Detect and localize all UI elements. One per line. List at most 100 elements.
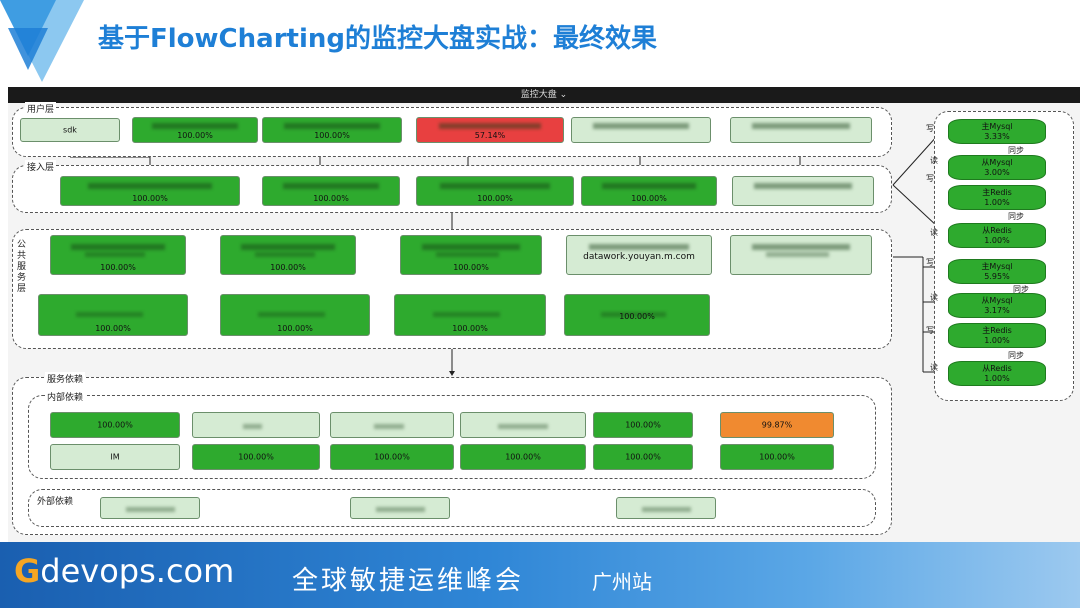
brand-g: G (14, 552, 41, 590)
db-pct: 3.17% (984, 306, 1010, 315)
public-node-pct: 100.00% (277, 324, 313, 333)
dashboard-screen: 监控大盘 ⌄ (8, 87, 1080, 542)
access-node-3[interactable]: 100.00% (416, 176, 574, 206)
internal-node-5[interactable]: 100.00% (593, 412, 693, 438)
internal-deps-label: 内部依赖 (45, 390, 86, 403)
page-title: 基于FlowCharting的监控大盘实战：最终效果 (98, 24, 657, 54)
public-node-2[interactable]: 100.00% (220, 235, 356, 275)
db-name: 主Mysql (981, 262, 1013, 271)
db-name: 从Redis (982, 226, 1012, 235)
user-node-sdk[interactable]: sdk (20, 118, 120, 142)
access-node-5[interactable] (732, 176, 874, 206)
dashboard-topbar[interactable]: 监控大盘 ⌄ (8, 87, 1080, 103)
user-node-2[interactable]: 100.00% (132, 117, 258, 143)
user-node-pct: 100.00% (177, 131, 213, 140)
internal-node-8[interactable]: 100.00% (192, 444, 320, 470)
user-layer-label: 用户层 (25, 102, 57, 115)
db-name: 从Redis (982, 364, 1012, 373)
db-pct: 1.00% (984, 374, 1010, 383)
internal-node-9[interactable]: 100.00% (330, 444, 454, 470)
conference-city: 广州站 (592, 570, 652, 594)
internal-node-2[interactable] (192, 412, 320, 438)
internal-node-3[interactable] (330, 412, 454, 438)
sync-label: 同步 (1008, 212, 1024, 221)
public-node-3[interactable]: 100.00% (400, 235, 542, 275)
user-node-3[interactable]: 100.00% (262, 117, 402, 143)
internal-node-6[interactable]: 99.87% (720, 412, 834, 438)
internal-node-12[interactable]: 100.00% (720, 444, 834, 470)
user-node-5[interactable] (571, 117, 711, 143)
sync-label: 同步 (1008, 146, 1024, 155)
db-name: 从Mysql (981, 158, 1013, 167)
public-node-pct: 100.00% (100, 263, 136, 272)
external-node-1[interactable] (100, 497, 200, 519)
access-node-pct: 100.00% (477, 194, 513, 203)
read-label: 读 (930, 156, 938, 165)
internal-node-label: 100.00% (374, 452, 410, 462)
internal-node-11[interactable]: 100.00% (593, 444, 693, 470)
internal-node-label: 100.00% (625, 420, 661, 430)
public-node-7[interactable]: 100.00% (220, 294, 370, 336)
read-label: 读 (930, 293, 938, 302)
public-node-pct: 100.00% (270, 263, 306, 272)
internal-node-label: 99.87% (761, 420, 793, 430)
user-node-label: sdk (63, 125, 77, 135)
write-label: 写 (926, 258, 934, 267)
read-label: 读 (930, 228, 938, 237)
access-node-2[interactable]: 100.00% (262, 176, 400, 206)
public-node-1[interactable]: 100.00% (50, 235, 186, 275)
user-node-6[interactable] (730, 117, 872, 143)
internal-node-label: IM (110, 452, 120, 462)
access-node-1[interactable]: 100.00% (60, 176, 240, 206)
internal-node-label: 100.00% (97, 420, 133, 430)
external-node-3[interactable] (616, 497, 716, 519)
internal-node-label: 100.00% (505, 452, 541, 462)
public-node-datawork[interactable]: datawork.youyan.m.com (566, 235, 712, 275)
access-node-pct: 100.00% (132, 194, 168, 203)
access-layer-label: 接入层 (25, 160, 57, 173)
db-pct: 1.00% (984, 236, 1010, 245)
public-node-label: datawork.youyan.m.com (583, 252, 695, 262)
conference-name: 全球敏捷运维峰会 (292, 566, 525, 596)
public-node-pct: 100.00% (452, 324, 488, 333)
internal-node-1[interactable]: 100.00% (50, 412, 180, 438)
db-name: 主Redis (982, 326, 1012, 335)
internal-node-4[interactable] (460, 412, 586, 438)
access-node-4[interactable]: 100.00% (581, 176, 717, 206)
internal-node-im[interactable]: IM (50, 444, 180, 470)
public-node-6[interactable]: 100.00% (38, 294, 188, 336)
internal-node-10[interactable]: 100.00% (460, 444, 586, 470)
db-name: 主Mysql (981, 122, 1013, 131)
brand-logo: Gdevops.com (14, 552, 234, 590)
read-label: 读 (930, 363, 938, 372)
public-node-9[interactable]: 100.00% (564, 294, 710, 336)
db-name: 从Mysql (981, 296, 1013, 305)
access-node-pct: 100.00% (631, 194, 667, 203)
user-node-pct: 57.14% (474, 131, 506, 140)
public-node-pct: 100.00% (619, 312, 655, 321)
db-pct: 3.00% (984, 168, 1010, 177)
db-pct: 1.00% (984, 198, 1010, 207)
user-node-4[interactable]: 57.14% (416, 117, 564, 143)
external-node-2[interactable] (350, 497, 450, 519)
public-node-8[interactable]: 100.00% (394, 294, 546, 336)
public-node-pct: 100.00% (453, 263, 489, 272)
db-name: 主Redis (982, 188, 1012, 197)
write-label: 写 (926, 174, 934, 183)
sync-label: 同步 (1013, 285, 1029, 294)
public-node-pct: 100.00% (95, 324, 131, 333)
sync-label: 同步 (1008, 351, 1024, 360)
public-node-5[interactable] (730, 235, 872, 275)
db-pct: 1.00% (984, 336, 1010, 345)
access-node-pct: 100.00% (313, 194, 349, 203)
db-pct: 3.33% (984, 132, 1010, 141)
logo-triangles-icon (0, 0, 84, 82)
